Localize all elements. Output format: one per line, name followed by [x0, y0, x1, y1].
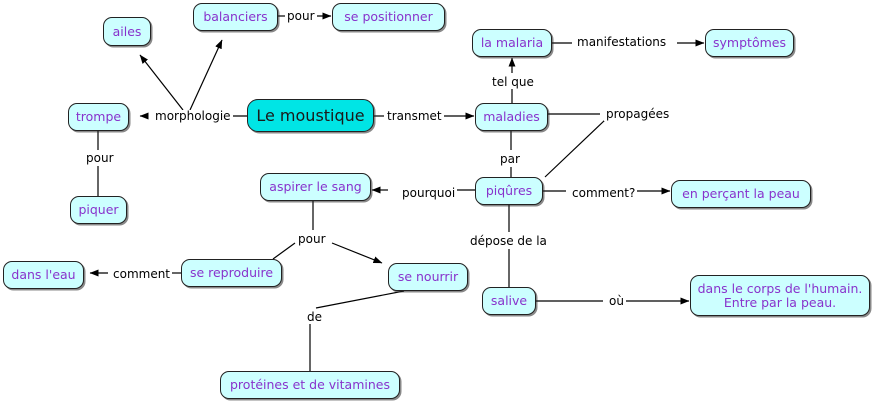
edge-label-e-depose: dépose de la [468, 234, 549, 248]
edge-propagees-to-piqures [544, 119, 606, 178]
concept-node-maladies[interactable]: maladies [475, 103, 548, 131]
concept-node-symptomes[interactable]: symptômes [705, 29, 794, 57]
edge-label-e-morphologie-trompe: morphologie [153, 109, 233, 123]
edge-label-e-par: par [498, 152, 522, 166]
edge-label-e-ou: où [607, 294, 626, 308]
concept-node-aspirer[interactable]: aspirer le sang [260, 173, 371, 201]
concept-node-piquer[interactable]: piquer [70, 196, 127, 224]
edge-label-e-pourquoi: pourquoi [400, 186, 458, 200]
edge-label-e-balanciers-pour: pour [285, 9, 317, 23]
edge-label-e-trompe-piquer: pour [84, 151, 116, 165]
concept-node-piqures[interactable]: piqûres [475, 177, 543, 205]
concept-node-proteines[interactable]: protéines et de vitamines [220, 371, 400, 399]
concept-node-dans-eau[interactable]: dans l'eau [3, 261, 84, 289]
edge-label-e-comment-eau: comment [111, 267, 173, 281]
concept-node-trompe[interactable]: trompe [68, 103, 129, 131]
edge-label-e-pour-reproduire: pour [296, 232, 328, 246]
concept-node-percant[interactable]: en perçant la peau [671, 180, 811, 208]
concept-node-salive[interactable]: salive [482, 287, 536, 315]
edge-pour-to-reproduire [272, 242, 296, 260]
concept-node-malaria[interactable]: la malaria [472, 29, 552, 57]
concept-node-balanciers[interactable]: balanciers [193, 3, 278, 31]
edge-label-e-tel-que: tel que [490, 75, 536, 89]
concept-node-nourrir[interactable]: se nourrir [388, 263, 468, 291]
edge-label-e-manifestations: manifestations [575, 35, 669, 49]
concept-node-positionner[interactable]: se positionner [332, 3, 445, 31]
edge-morphologie-to-ailes [139, 54, 184, 111]
edge-label-e-transmet: transmet [385, 109, 444, 123]
concept-node-corps[interactable]: dans le corps de l'humain. Entre par la … [690, 275, 870, 316]
edge-label-e-propagees: propagées [604, 107, 672, 121]
edge-morphologie-to-balanciers [189, 39, 223, 111]
concept-node-moustique[interactable]: Le moustique [247, 99, 374, 132]
edge-label-e-comment-q: comment? [570, 186, 638, 200]
edge-pour-to-nourrir [331, 242, 383, 264]
edge-nourrir-to-de [315, 290, 405, 309]
edge-label-e-de: de [305, 310, 324, 324]
concept-node-reproduire[interactable]: se reproduire [181, 259, 282, 287]
concept-node-ailes[interactable]: ailes [103, 17, 151, 46]
